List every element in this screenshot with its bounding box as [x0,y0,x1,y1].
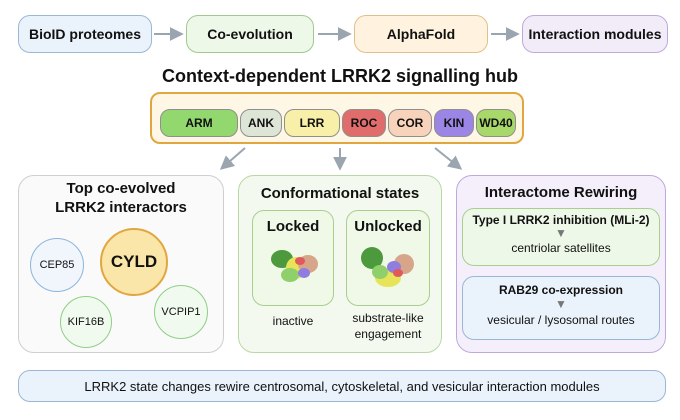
domain-wd40: WD40 [476,109,516,137]
interactors-title-line2: LRRK2 interactors [55,199,187,216]
down-arrow-icon: ▼ [555,226,567,240]
domain-lrr: LRR [284,109,340,137]
domain-kin: KIN [434,109,474,137]
state-unlocked-caption-line2: engagement [354,327,422,341]
conformations-title: Conformational states [260,185,420,202]
domain-cor: COR [388,109,432,137]
domain-roc: ROC [342,109,386,137]
interactors-title-line1: Top co-evolved [66,180,176,197]
footer-text: LRRK2 state changes rewire centrosomal, … [84,378,600,394]
down-arrow-icon: ▼ [555,297,567,311]
pipeline-step-coevolution: Co-evolution [186,15,314,53]
pipeline-step-label: Interaction modules [528,26,662,42]
pipeline-step-bioid: BioID proteomes [18,15,152,53]
unlocked-structure-icon [361,247,414,287]
inhibition-box-title: Type I LRRK2 inhibition (MLi-2) [472,213,650,227]
rab29-box-title: RAB29 co-expression [498,283,624,297]
interactor-kif16b: KIF16B [60,296,112,348]
footer-banner: LRRK2 state changes rewire centrosomal, … [18,370,666,402]
state-locked-caption: inactive [272,314,314,328]
pipeline-step-label: AlphaFold [386,26,456,42]
interactor-vcpip1: VCPIP1 [154,285,208,339]
interactor-cyld: CYLD [100,228,168,296]
hub-title: Context-dependent LRRK2 signalling hub [162,66,518,86]
pipeline-step-label: BioID proteomes [28,26,141,42]
state-locked-label: Locked [266,218,320,235]
arrow-down [219,147,246,170]
pipeline-step-label: Co-evolution [207,26,293,42]
state-unlocked-label: Unlocked [354,218,422,235]
state-unlocked [346,210,430,306]
rab29-box-result: vesicular / lysosomal routes [487,313,635,327]
domain-ank: ANK [240,109,282,137]
pipeline-step-modules: Interaction modules [522,15,668,53]
rewiring-title: Interactome Rewiring [484,184,638,201]
rab29-box: RAB29 co-expression ▼ vesicular / lysoso… [462,276,660,340]
inhibition-box: Type I LRRK2 inhibition (MLi-2) ▼ centri… [462,208,660,266]
interactor-cep85: CEP85 [30,238,84,292]
arrow-down [434,147,463,170]
domain-arm: ARM [160,109,238,137]
pipeline-step-alphafold: AlphaFold [354,15,488,53]
locked-structure-icon [271,250,318,282]
inhibition-box-result: centriolar satellites [511,241,611,255]
state-unlocked-caption-line1: substrate-like [352,311,424,325]
